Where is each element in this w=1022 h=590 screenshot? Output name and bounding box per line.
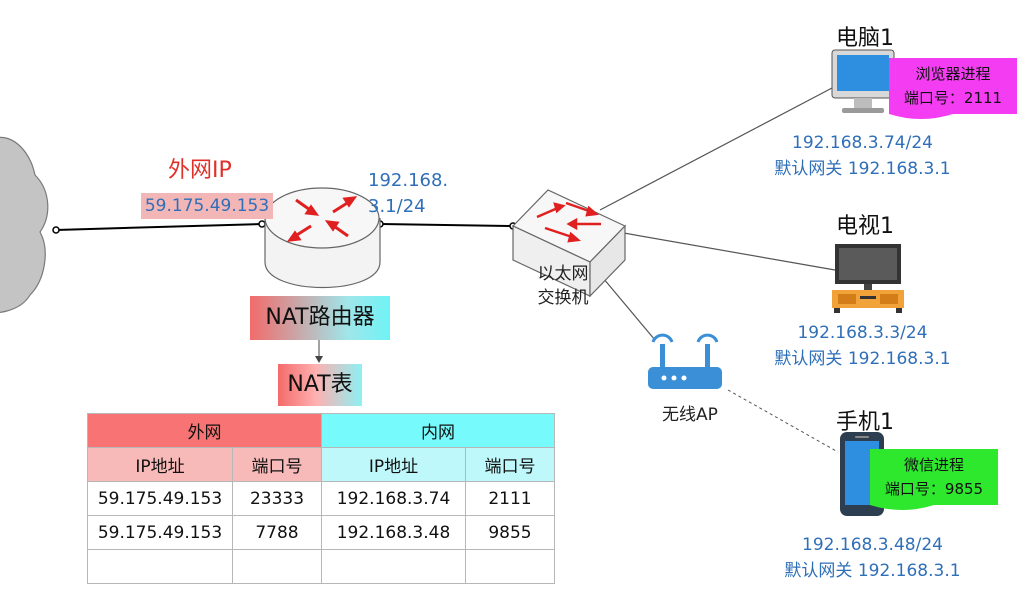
nat-table-label: NAT表 — [278, 364, 362, 406]
pc-process-port: 端口号：2111 — [903, 89, 1003, 107]
table-cell: 9855 — [465, 515, 555, 550]
tv-network-info: 192.168.3.3/24 默认网关 192.168.3.1 — [760, 320, 965, 372]
table-cell: 7788 — [232, 515, 322, 550]
desktop-computer-icon — [831, 49, 895, 113]
phone-process-tag: 微信进程 端口号：9855 — [870, 449, 998, 505]
switch-label-line1: 以太网 — [537, 264, 589, 284]
table-cell — [465, 549, 555, 584]
router-lan-ip-line2: 3.1/24 — [368, 196, 426, 217]
table-cell — [321, 549, 466, 584]
television-icon — [832, 244, 904, 313]
phone-name: 手机1 — [836, 410, 894, 435]
lan-link — [379, 223, 514, 227]
table-cell — [87, 549, 233, 584]
switch-tv-link — [617, 231, 836, 271]
pc-process-tag: 浏览器进程 端口号：2111 — [889, 58, 1017, 114]
tv-gateway: 默认网关 192.168.3.1 — [774, 349, 951, 369]
table-cell: 59.175.49.153 — [87, 515, 233, 550]
nat-group-lan: 内网 — [321, 413, 555, 448]
table-row — [87, 549, 555, 584]
nat-header-lan-port: 端口号 — [465, 447, 555, 482]
tv-ip: 192.168.3.3/24 — [797, 323, 928, 343]
internet-cloud-icon — [0, 136, 49, 313]
wireless-ap-label: 无线AP — [662, 405, 718, 425]
phone-network-info: 192.168.3.48/24 默认网关 192.168.3.1 — [770, 532, 975, 584]
switch-ap-link — [597, 271, 656, 341]
nat-table: 外网 内网 IP地址 端口号 IP地址 端口号 59.175.49.153 23… — [87, 413, 555, 584]
table-cell: 192.168.3.48 — [321, 515, 466, 550]
phone-gateway: 默认网关 192.168.3.1 — [784, 561, 961, 581]
pc-ip: 192.168.3.74/24 — [792, 133, 933, 153]
nat-table-group-row: 外网 内网 — [87, 413, 555, 448]
switch-pc-link — [599, 87, 833, 211]
table-cell: 192.168.3.74 — [321, 481, 466, 516]
nat-header-lan-ip: IP地址 — [321, 447, 466, 482]
pc-process-name: 浏览器进程 — [915, 65, 991, 83]
down-arrow-icon — [315, 356, 323, 363]
router-lan-ip: 192.168. 3.1/24 — [368, 168, 448, 220]
tv-name: 电视1 — [836, 214, 894, 239]
ap-phone-wireless-link — [727, 389, 839, 453]
wan-link — [55, 223, 263, 231]
table-row: 59.175.49.153 7788 192.168.3.48 9855 — [87, 515, 555, 550]
pc-network-info: 192.168.3.74/24 默认网关 192.168.3.1 — [760, 130, 965, 182]
router-lan-ip-line1: 192.168. — [368, 170, 449, 191]
wan-ip-title: 外网IP — [168, 158, 232, 183]
wireless-ap-icon — [648, 333, 722, 389]
phone-process-port: 端口号：9855 — [884, 480, 984, 498]
nat-table-header-row: IP地址 端口号 IP地址 端口号 — [87, 447, 555, 482]
phone-process-name: 微信进程 — [903, 456, 964, 474]
switch-label: 以太网 交换机 — [518, 262, 608, 310]
nat-header-wan-ip: IP地址 — [87, 447, 233, 482]
table-cell: 59.175.49.153 — [87, 481, 233, 516]
pc-name: 电脑1 — [836, 26, 894, 51]
table-cell: 23333 — [232, 481, 322, 516]
switch-label-line2: 交换机 — [537, 288, 589, 308]
nat-header-wan-port: 端口号 — [232, 447, 322, 482]
table-cell — [232, 549, 322, 584]
ethernet-switch-icon — [511, 189, 627, 298]
table-row: 59.175.49.153 23333 192.168.3.74 2111 — [87, 481, 555, 516]
table-cell: 2111 — [465, 481, 555, 516]
pc-gateway: 默认网关 192.168.3.1 — [774, 159, 951, 179]
wan-ip-address: 59.175.49.153 — [141, 193, 273, 219]
nat-group-wan: 外网 — [87, 413, 322, 448]
nat-router-label: NAT路由器 — [250, 296, 390, 340]
phone-ip: 192.168.3.48/24 — [802, 535, 943, 555]
router-icon — [264, 187, 381, 289]
